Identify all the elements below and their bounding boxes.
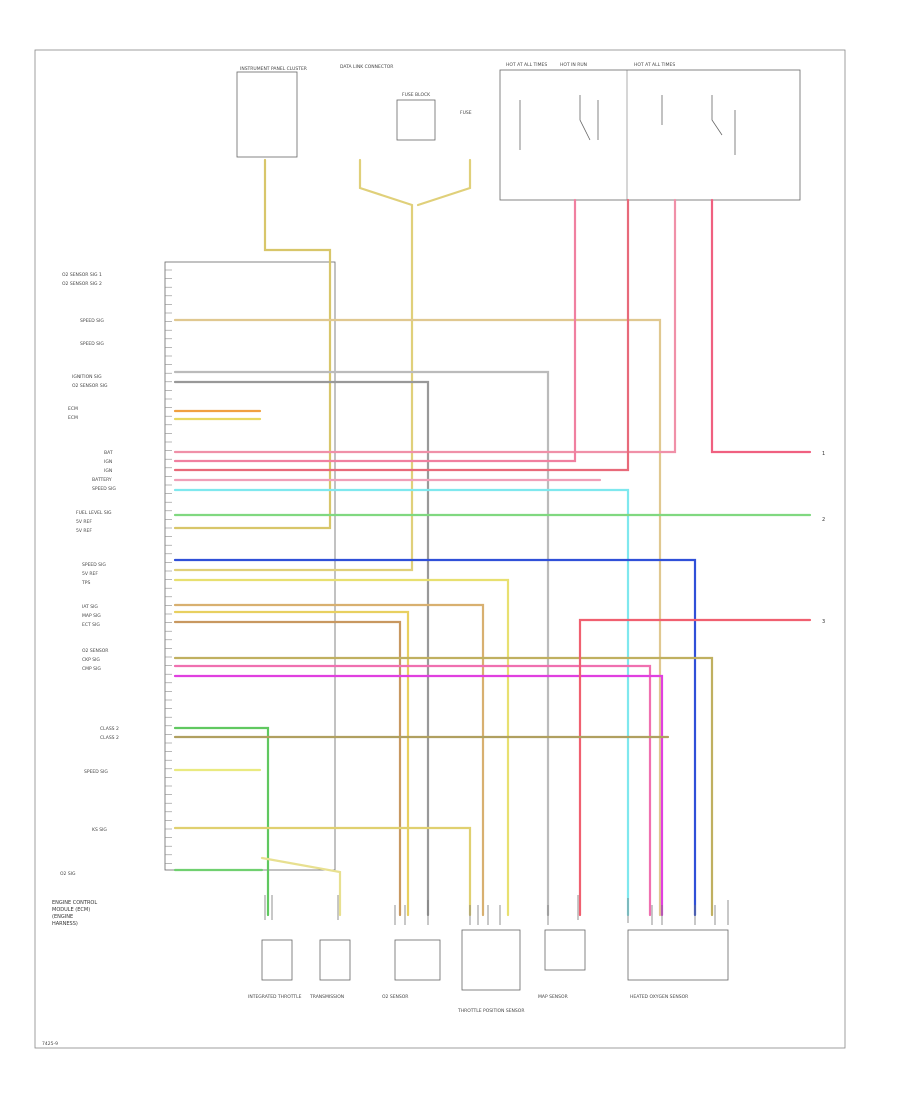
wire-yellow-5 — [173, 826, 472, 917]
wire-green-2 — [173, 726, 270, 917]
wire-yellow-dlc — [173, 158, 414, 572]
pin-label: O2 SENSOR SIG 2 — [62, 281, 102, 287]
fuse-block-box — [499, 69, 801, 201]
wire-blue — [173, 558, 697, 917]
dlc-box — [396, 99, 436, 141]
pin-label: CMP SIG — [82, 666, 101, 672]
wire-cyan — [173, 488, 630, 917]
wire-tan-3 — [173, 620, 402, 917]
throttle-box — [261, 939, 293, 981]
ecm-label-line-3: (ENGINE — [52, 914, 73, 920]
pin-label: O2 SIG — [60, 871, 76, 877]
pin-ticks — [165, 269, 172, 864]
wire-yellow-3 — [173, 610, 410, 917]
wire-gray-2 — [173, 370, 550, 917]
off-page-ref-1: 1 — [822, 451, 825, 457]
component-label: MAP SENSOR — [538, 994, 568, 1000]
pin-label: ECT SIG — [82, 622, 100, 628]
pin-label: FUEL LEVEL SIG — [76, 510, 112, 516]
pin-label: KS SIG — [92, 827, 107, 833]
pin-label: SPEED SIG — [80, 341, 104, 347]
component-label: TRANSMISSION — [309, 994, 344, 1000]
ecm-connector — [164, 261, 336, 871]
bottom-connector-stubs — [264, 895, 729, 925]
pin-label: O2 SENSOR SIG 1 — [62, 272, 102, 278]
wire-pink-2 — [173, 198, 577, 463]
component-label: FUSE — [460, 110, 472, 116]
instrument-cluster-box — [236, 71, 298, 158]
pin-label: CLASS 2 — [100, 726, 119, 732]
wire-pink-1 — [173, 198, 677, 454]
wire-red-3 — [578, 618, 812, 917]
wire-olive — [173, 656, 714, 917]
pin-label: IGNITION SIG — [72, 374, 102, 380]
off-page-ref-2: 2 — [822, 517, 825, 523]
pin-label: SPEED SIG — [80, 318, 104, 324]
off-page-ref-3: 3 — [822, 619, 825, 625]
map-box — [544, 929, 586, 971]
o2-sensor-box — [394, 939, 441, 981]
ecm-label-line-4: HARNESS) — [52, 921, 78, 927]
ecm-label-line-2: MODULE (ECM) — [52, 907, 90, 913]
component-label: HOT AT ALL TIMES — [634, 62, 675, 68]
component-label: DATA LINK CONNECTOR — [340, 64, 393, 70]
pin-label: 5V REF — [76, 528, 92, 534]
page-border — [34, 49, 846, 1049]
wire-red-1 — [173, 198, 630, 472]
wire-magenta — [173, 674, 664, 917]
pin-label: ECM — [68, 415, 78, 421]
pin-label: SPEED SIG — [92, 486, 116, 492]
ecm-pin-labels: O2 SENSOR SIG 1 O2 SENSOR SIG 2 SPEED SI… — [60, 272, 119, 877]
component-label: INTEGRATED THROTTLE — [248, 994, 302, 1000]
wire-tan-2 — [173, 603, 485, 917]
pin-label: ECM — [68, 406, 78, 412]
tps-box — [461, 929, 521, 991]
component-label: HEATED OXYGEN SENSOR — [630, 994, 688, 1000]
pin-label: IAT SIG — [82, 604, 98, 610]
pin-label: IGN — [104, 459, 112, 465]
pin-label: SPEED SIG — [84, 769, 108, 775]
pin-label: TPS — [81, 580, 90, 586]
pin-label: O2 SENSOR SIG — [72, 383, 108, 389]
wire-yellow-6 — [260, 856, 342, 917]
transmission-box — [319, 939, 351, 981]
heated-o2-box — [627, 929, 729, 981]
pin-label: CLASS 2 — [100, 735, 119, 741]
component-label: INSTRUMENT PANEL CLUSTER — [240, 66, 307, 72]
pin-label: 5V REF — [82, 571, 98, 577]
component-label: HOT AT ALL TIMES — [506, 62, 547, 68]
pin-label: MAP SIG — [82, 613, 101, 619]
wire-harness — [173, 158, 812, 917]
pin-label: IGN — [104, 468, 112, 474]
component-label: FUSE BLOCK — [402, 92, 431, 98]
wire-yellow-cluster — [173, 158, 332, 530]
pin-label: BATTERY — [92, 477, 112, 483]
component-label: O2 SENSOR — [382, 994, 408, 1000]
ecm-label-line-1: ENGINE CONTROL — [52, 900, 97, 906]
fuse-symbols — [519, 95, 736, 155]
component-label: HOT IN RUN — [560, 62, 587, 68]
pin-label: 5V REF — [76, 519, 92, 525]
wire-yellow-2 — [173, 578, 510, 917]
pin-label: BAT — [104, 450, 113, 456]
pin-label: SPEED SIG — [82, 562, 106, 568]
wire-tan-1 — [173, 318, 662, 917]
pin-label: CKP SIG — [82, 657, 100, 663]
figure-id: 7425-9 — [42, 1041, 58, 1047]
wire-pink-4 — [173, 664, 652, 917]
pin-label: O2 SENSOR — [82, 648, 108, 654]
wire-red-2 — [710, 198, 812, 454]
wire-yellow-dlc-2 — [416, 158, 472, 207]
component-label: THROTTLE POSITION SENSOR — [457, 1008, 524, 1014]
